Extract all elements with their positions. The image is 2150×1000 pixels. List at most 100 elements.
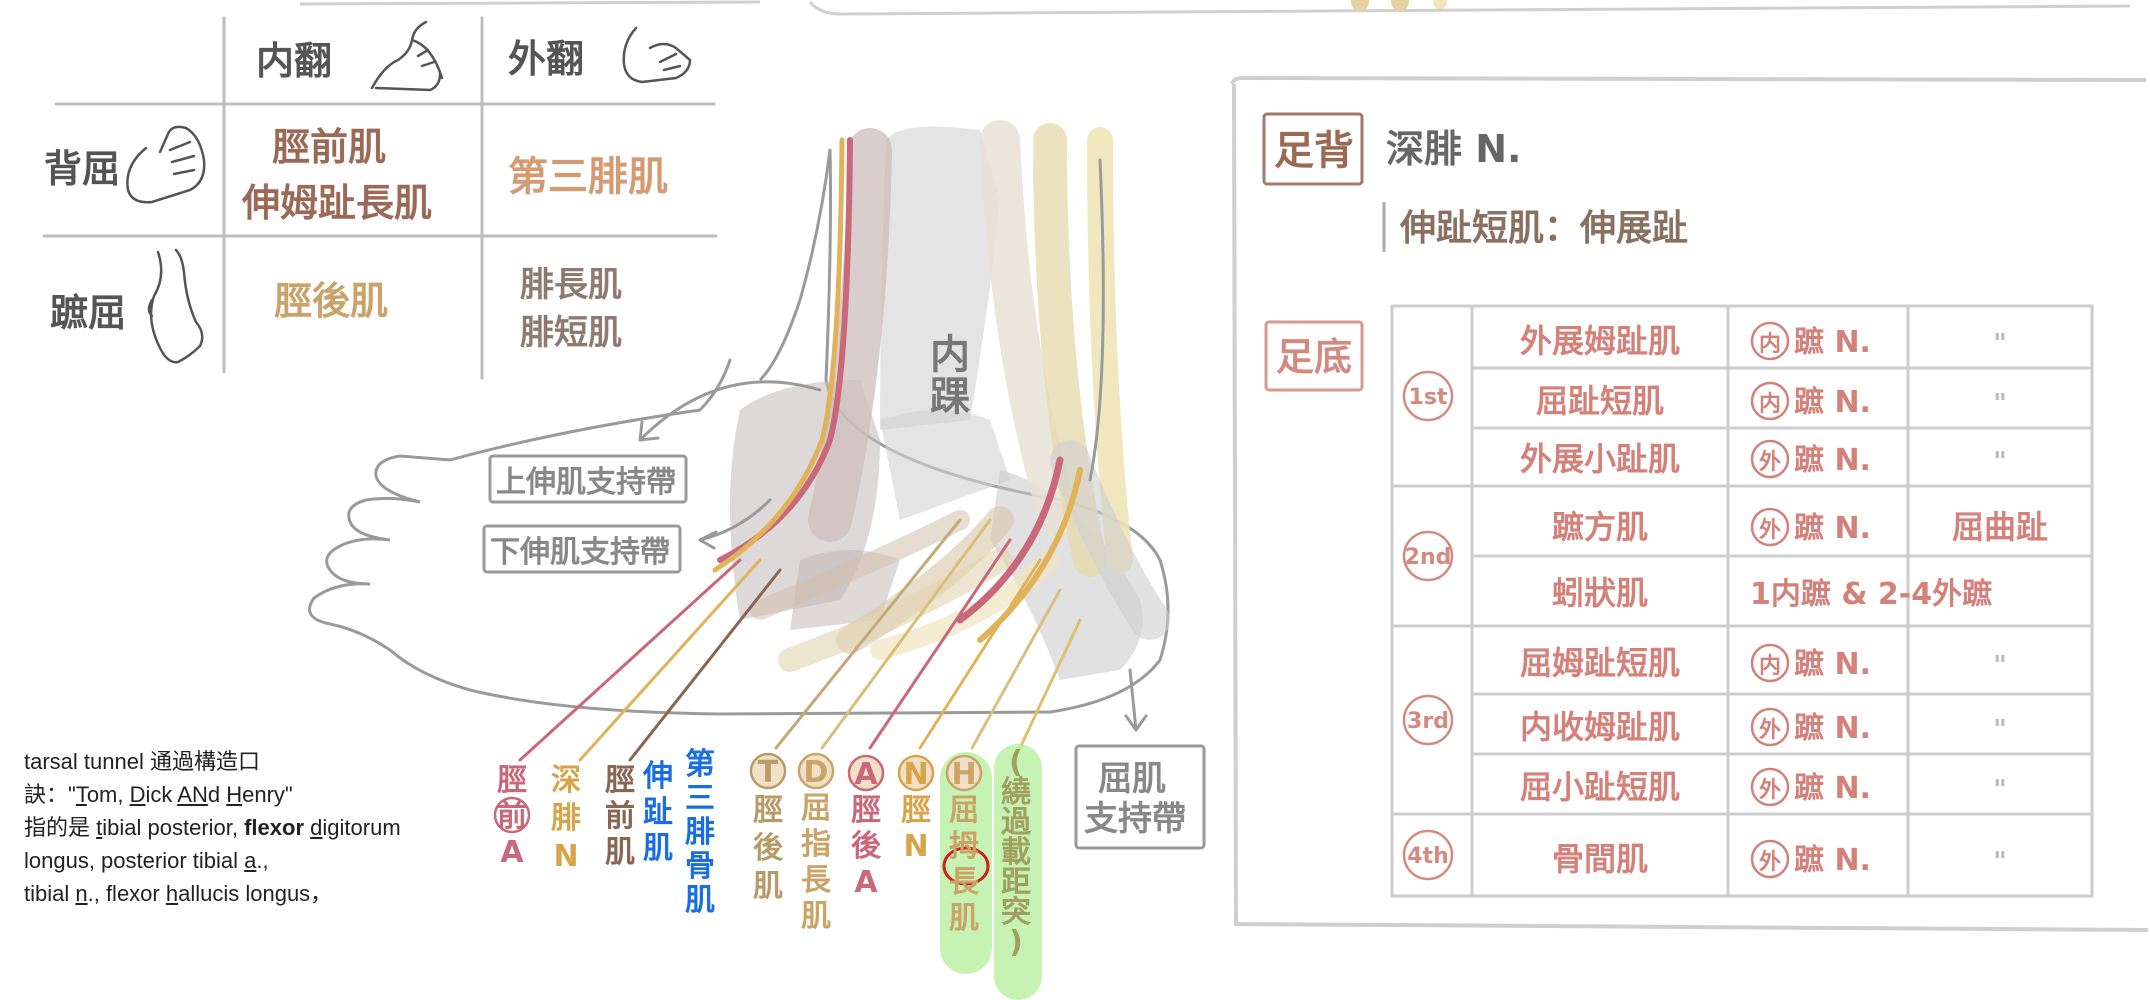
mnemonic-line-1: tarsal tunnel 通過構造口: [24, 749, 260, 774]
nerve-circle: [1750, 321, 1790, 361]
highlight-sustentaculum: [994, 744, 1042, 1000]
muscle-name: 蹠方肌: [1552, 508, 1648, 546]
bottom-label-char: A: [500, 835, 524, 870]
m5-h: h: [165, 881, 179, 906]
dorsum-tag: 足背: [1274, 128, 1354, 174]
bottom-label-char: (: [1009, 745, 1023, 780]
bottom-label-char: N: [553, 839, 578, 874]
m2-b: om,: [86, 782, 130, 807]
bottom-label-char: 長: [801, 863, 832, 898]
bottom-label-char: 屈: [949, 793, 979, 828]
muscle-action: 屈曲趾: [1952, 508, 2048, 546]
nerve-name: 蹠 N.: [1794, 711, 1871, 746]
m4-b: .,: [256, 848, 269, 873]
bottom-label-char: D: [804, 755, 829, 790]
m4-a: longus, posterior tibial: [24, 848, 245, 873]
layer-3: 3rd屈姆趾短肌内蹠 N."内收姆趾肌外蹠 N."屈小趾短肌外蹠 N.": [1402, 643, 2007, 807]
bottom-label-2: 脛前肌: [605, 763, 635, 870]
bottom-label-char: 距: [1001, 865, 1031, 900]
mnemonic-line-5: tibial n., flexor hallucis longus，: [24, 877, 504, 910]
bottom-label-char: 肌: [753, 869, 783, 904]
flexor-retinaculum-label: 屈肌 支持帶: [1084, 759, 1186, 839]
malleolus-char-2: 踝: [930, 374, 971, 420]
bottom-label-char: 深: [551, 763, 581, 798]
flexor-retinaculum-line1: 屈肌: [1098, 759, 1166, 799]
m3-t: t: [96, 815, 103, 840]
muscle-action: ": [1993, 329, 2007, 359]
foot-plantarflexion-icon: [147, 248, 204, 364]
m2-d: D: [129, 782, 146, 807]
nerve-circle-text: 外: [1759, 517, 1781, 543]
muscle-action: ": [1993, 715, 2007, 745]
nerve-name: 蹠 N.: [1794, 325, 1871, 360]
bottom-label-circle: [847, 754, 885, 792]
m5-n: n: [75, 881, 88, 906]
dorsum-nerve: 深腓 N.: [1386, 127, 1521, 171]
bottom-label-char: 突: [1001, 895, 1031, 930]
muscle-name: 屈趾短肌: [1536, 382, 1664, 420]
bottom-label-char: 第: [685, 747, 715, 782]
dorsum-tag-box: [1262, 112, 1364, 186]
sole-tag-box: [1264, 320, 1364, 392]
bottom-label-char: A: [854, 865, 878, 900]
muscle-action: ": [1993, 847, 2007, 877]
muscle-name: 外展姆趾肌: [1520, 322, 1680, 360]
muscle-action: ": [1993, 651, 2007, 681]
bottom-label-char: 脛: [753, 793, 783, 828]
nerve-circle: [1750, 767, 1790, 807]
col-inversion: 内翻: [256, 39, 332, 83]
cell-peroneus-tertius: 第三腓肌: [508, 154, 668, 200]
tarsal-tunnel-mnemonic: tarsal tunnel 通過構造口 訣："Tom, Dick ANd Hen…: [24, 745, 504, 910]
malleolus-char-1: 内: [930, 332, 970, 378]
layer-label: 1st: [1409, 385, 1448, 410]
nerve-circle-text: 外: [1759, 777, 1781, 803]
flexor-retinaculum-line2: 支持帶: [1084, 799, 1186, 839]
muscle-name: 外展小趾肌: [1520, 440, 1680, 478]
mnemonic-line-4: longus, posterior tibial a.,: [24, 844, 504, 877]
bottom-label-char: 肌: [605, 835, 635, 870]
col-eversion: 外翻: [508, 37, 584, 81]
bottom-label-0: 脛前A: [493, 763, 531, 870]
bottom-label-char: 前: [605, 799, 635, 834]
nerve-circle-text: 内: [1759, 332, 1781, 357]
nerve-circle-text: 外: [1759, 449, 1781, 475]
m3-flexor: flexor: [244, 815, 305, 840]
nerve-circle-text: 外: [1759, 717, 1781, 743]
cell-ehl: 伸姆趾長肌: [241, 181, 432, 225]
muscle-action: ": [1993, 447, 2007, 477]
m2-f: enry": [242, 782, 293, 807]
bottom-label-char: 過: [1001, 805, 1032, 840]
upper-retinaculum-label: 上伸肌支持帶: [496, 465, 676, 500]
nerve-name: 蹠 N.: [1794, 443, 1871, 478]
bottom-label-char: 肌: [801, 899, 831, 934]
bottom-label-char: 肌: [685, 883, 715, 918]
nerve-circle-text: 内: [1759, 392, 1781, 417]
muscle-name: 骨間肌: [1552, 840, 1648, 878]
foot-eversion-icon: [622, 26, 692, 84]
bottom-label-char: 腓: [685, 815, 715, 850]
bottom-label-char: A: [854, 757, 878, 792]
nerve-circle: [1750, 381, 1790, 421]
m5-b: ., flexor: [87, 881, 166, 906]
layer-label: 3rd: [1407, 709, 1449, 734]
foot-diagram: 上伸肌支持帶 下伸肌支持帶 屈肌 支持帶 内 踝 脛前A深腓N脛前肌伸趾肌第三腓…: [308, 120, 1206, 1000]
bottom-label-char: 骨: [685, 849, 715, 884]
m5-a: tibial: [24, 881, 76, 906]
layer-label: 4th: [1407, 844, 1449, 869]
bottom-label-circle: [493, 796, 531, 834]
layer-badge: [1402, 530, 1454, 582]
highlight-fhl: [940, 752, 992, 974]
nerve-name: 蹠 N.: [1794, 771, 1871, 806]
nerve-circle: [1750, 439, 1790, 479]
upper-retinaculum-box: [488, 454, 688, 504]
sole-tag: 足底: [1276, 335, 1352, 379]
nerve-name: 蹠 N.: [1794, 843, 1871, 878]
bottom-label-char: H: [951, 757, 976, 792]
nerve-name: 蹠 N.: [1794, 647, 1871, 682]
bottom-label-char: 後: [851, 829, 882, 864]
bottom-label-1: 深腓N: [551, 763, 581, 874]
